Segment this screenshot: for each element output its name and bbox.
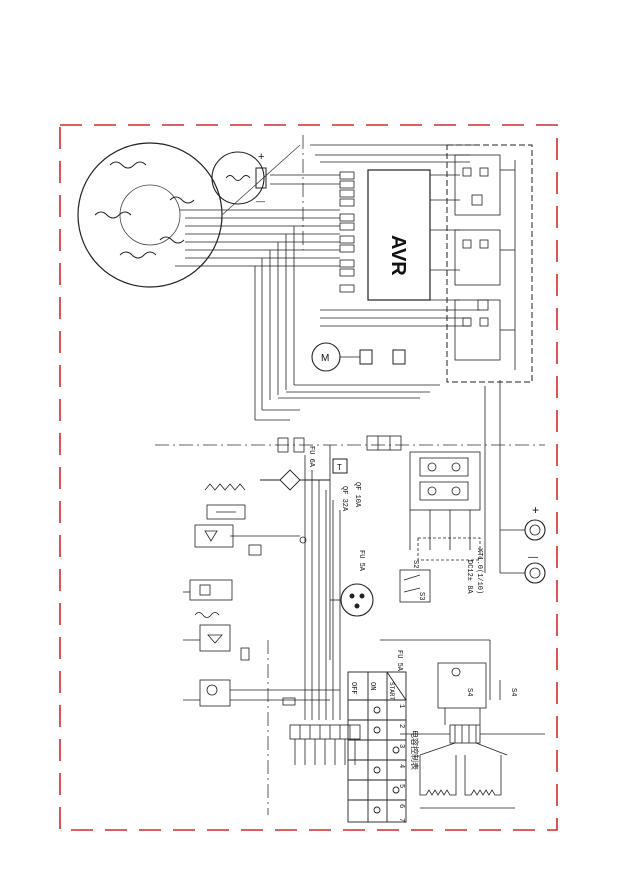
relay-panel [446,144,533,383]
bottom-terminal-strip [289,724,361,765]
table-row-start: START [388,682,395,700]
table-numbers: 1 2 3 4 5 6 7 [397,704,405,822]
fuse-b-label: FU 6A [307,446,315,468]
switch-s3-label: S3 [417,592,425,600]
s4-circuit [380,639,545,809]
control-table [347,671,407,823]
terminal-xt-label: XT1.0(1/10) [475,548,483,594]
key-switch [340,583,374,617]
svg-text:1: 1 [397,704,405,708]
dc-output-label: DC12± 8A [465,560,473,594]
svg-text:5: 5 [397,784,405,788]
left-components [183,483,340,707]
fuse-a-label: FU 5A [357,550,365,572]
table-col-header: OFF [349,682,357,695]
table-title: 电容控制表 [410,730,420,770]
switch-s4-label-b: S4 [509,688,517,696]
dc-terminal-plus [500,519,546,541]
relay-panel-contents [454,154,516,370]
rectifier-bridge [260,469,330,491]
table-row-on: ON [368,682,376,690]
svg-text:7: 7 [397,818,405,822]
svg-text:3: 3 [397,744,405,748]
fuse-b-block [277,437,305,453]
exciter-minus: — [256,196,265,206]
breaker-1-label: QF 10A [353,482,361,508]
breaker-2-label: QF 32A [340,486,348,512]
wire-bundle-left [304,445,341,720]
svg-text:2: 2 [397,724,405,728]
switch-s4-label-a: S4 [465,688,473,696]
switch-s2-label: S2 [411,560,419,568]
svg-text:4: 4 [397,764,405,768]
avr-terminals [339,171,355,293]
terminal-block-middle [366,435,402,451]
exciter-plus: + [258,151,264,163]
transformer-box [332,458,348,474]
transformer-letter: T [337,463,342,472]
switch-cluster [399,569,431,603]
generator-stator [77,142,301,288]
dc-plus-symbol: + [532,503,539,517]
svg-text:6: 6 [397,804,405,808]
avr-label: AVR [387,235,409,276]
dc-terminal-minus [500,562,546,584]
diagram-border [59,124,558,831]
dc-minus-symbol: — [528,552,538,563]
motor-symbol: M [311,342,406,372]
wire-bundle-top [175,144,480,421]
svg-text:M: M [321,353,329,364]
avr-module [367,169,431,301]
exciter-coil [211,151,267,205]
output-sockets [409,451,481,561]
fuse-c-label: FU 5A [395,650,403,672]
